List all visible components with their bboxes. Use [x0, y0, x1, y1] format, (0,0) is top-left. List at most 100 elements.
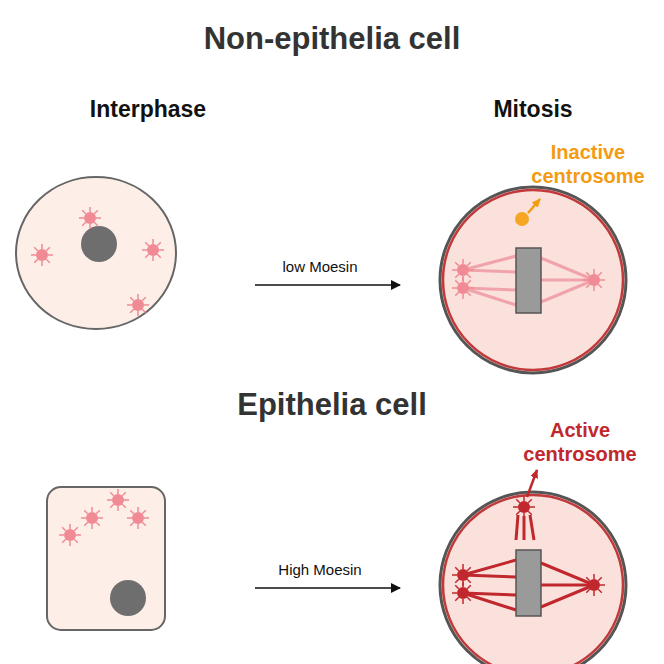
centrosome-ray: [137, 294, 139, 299]
centrosome-ray: [455, 585, 459, 589]
centrosome-ray: [89, 224, 91, 229]
phase-label: Interphase: [90, 96, 206, 124]
centrosome-ray: [69, 541, 71, 546]
centrosome-ray: [142, 249, 147, 251]
centrosome-ray: [91, 524, 93, 529]
centrosome: [36, 249, 48, 261]
centrosome-ray: [96, 217, 101, 219]
centrosome-ray: [130, 522, 134, 526]
centrosome-ray: [117, 506, 119, 511]
centrosome-ray: [107, 499, 112, 501]
centrosome-ray: [81, 517, 86, 519]
centrosome-ray: [455, 274, 459, 278]
centrosome-ray: [34, 247, 38, 251]
centrosome-ray: [455, 262, 459, 266]
chromosomes: [516, 248, 541, 313]
centrosome-ray: [600, 279, 605, 281]
centrosome-ray: [469, 287, 474, 289]
centrosome: [132, 512, 144, 524]
centrosome-ray: [124, 499, 129, 501]
interphase-cell: [16, 177, 176, 329]
centrosome-ray: [467, 597, 471, 601]
centrosome-ray: [467, 292, 471, 296]
centrosome-ray: [82, 210, 86, 214]
centrosome-ray: [452, 269, 457, 271]
centrosome-ray: [46, 259, 50, 263]
centrosome-ray: [84, 522, 88, 526]
centrosome-ray: [152, 239, 154, 244]
centrosome-ray: [142, 309, 146, 313]
centrosome-ray: [157, 254, 161, 258]
centrosome-ray: [462, 277, 464, 282]
centrosome: [132, 299, 144, 311]
mitotic-cell: [440, 187, 626, 373]
nucleus: [81, 226, 117, 262]
centrosome-ray: [528, 499, 532, 503]
centrosome-ray: [586, 284, 590, 288]
centrosome-ray: [469, 574, 474, 576]
centrosome-ray: [583, 584, 588, 586]
arrow-label: High Moesin: [278, 561, 361, 579]
centrosome-ray: [137, 507, 139, 512]
centrosome-ray: [145, 242, 149, 246]
centrosome-ray: [467, 567, 471, 571]
mitotic-cell: [440, 492, 626, 664]
centrosome-ray: [598, 589, 602, 593]
centrosome-ray: [110, 504, 114, 508]
centrosome-ray: [462, 564, 464, 569]
centrosome-ray: [74, 527, 78, 531]
centrosome-ray: [137, 311, 139, 316]
centrosome-ray: [130, 510, 134, 514]
centrosome-ray: [130, 297, 134, 301]
centrosome-ray: [455, 597, 459, 601]
centrosome-ray: [452, 287, 457, 289]
centrosome-ray: [144, 304, 149, 306]
centrosome-ray: [142, 522, 146, 526]
centrosome-ray: [98, 517, 103, 519]
centrosome-ray: [144, 517, 149, 519]
centrosome-ray: [455, 567, 459, 571]
centrosome-ray: [467, 262, 471, 266]
centrosome: [457, 569, 469, 581]
centrosome-ray: [59, 534, 64, 536]
centrosome-ray: [137, 524, 139, 529]
centrosome-ray: [462, 259, 464, 264]
centrosome-ray: [462, 582, 464, 587]
section-heading: Non-epithelia cell: [204, 20, 461, 57]
centrosome-ray: [110, 492, 114, 496]
centrosome-ray: [467, 585, 471, 589]
nucleus: [110, 580, 146, 616]
centrosome-ray: [96, 522, 100, 526]
centrosome: [518, 501, 530, 513]
centrosome-ray: [46, 247, 50, 251]
centrosome-ray: [462, 599, 464, 604]
cell-cortex: [443, 495, 623, 664]
centrosome: [457, 282, 469, 294]
centrosome-ray: [152, 256, 154, 261]
centrosome-ray: [469, 269, 474, 271]
centrosome-ray: [127, 304, 132, 306]
centrosome-ray: [467, 274, 471, 278]
centrosome-ray: [48, 254, 53, 256]
centrosome-ray: [41, 244, 43, 249]
centrosome-ray: [94, 210, 98, 214]
centrosome-ray: [586, 272, 590, 276]
phase-label: Mitosis: [493, 96, 572, 124]
centrosome-ray: [598, 577, 602, 581]
chromosomes: [516, 550, 541, 616]
centrosome: [112, 494, 124, 506]
centrosome-ray: [145, 254, 149, 258]
centrosome-ray: [462, 581, 464, 586]
centrosome-ray: [593, 269, 595, 274]
centrosome-ray: [122, 492, 126, 496]
callout-label: Active centrosome: [515, 418, 645, 466]
centrosome-ray: [598, 284, 602, 288]
centrosome-ray: [117, 489, 119, 494]
centrosome-ray: [94, 222, 98, 226]
leader-line: [527, 470, 537, 497]
inactive-centrosome: [515, 212, 529, 226]
interphase-cell: [47, 487, 165, 630]
centrosome-ray: [452, 574, 457, 576]
centrosome-ray: [516, 499, 520, 503]
